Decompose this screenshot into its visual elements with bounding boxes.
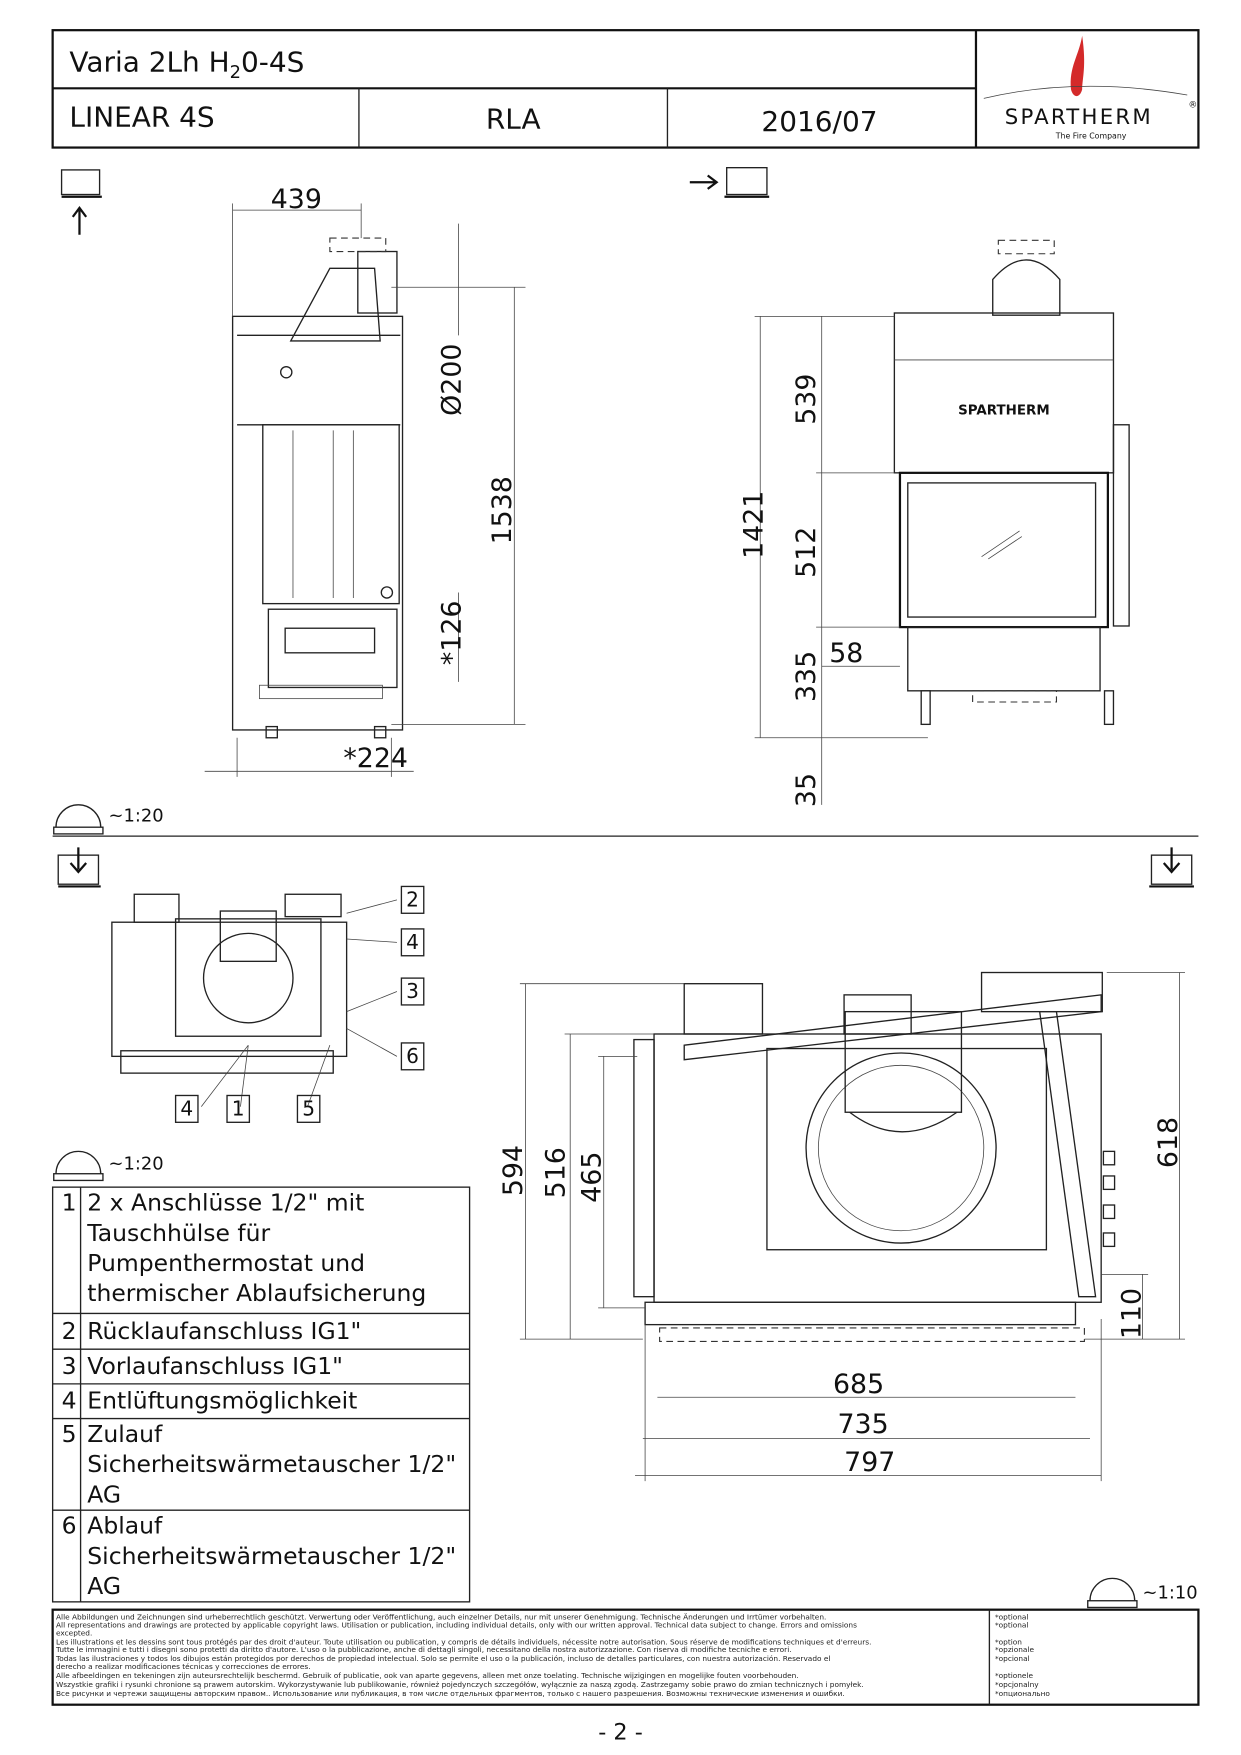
- svg-text:*opcional: *opcional: [995, 1654, 1030, 1663]
- scale-indicator-side: ~1:20: [53, 804, 164, 835]
- svg-text:2: 2: [62, 1317, 77, 1345]
- svg-text:~1:20: ~1:20: [109, 1153, 164, 1174]
- dim-618: 618: [1153, 1117, 1184, 1168]
- top-view-small-drawing: 2 4 3 6 4 1 5: [111, 885, 425, 1123]
- svg-text:*optional: *optional: [995, 1613, 1029, 1622]
- dim-height: 1538: [487, 476, 518, 544]
- flame-icon: [1070, 35, 1085, 97]
- svg-text:*option: *option: [995, 1637, 1022, 1646]
- dim-depth: *224: [343, 743, 408, 774]
- svg-text:®: ®: [1188, 100, 1197, 110]
- svg-text:Все рисунки и чертежи защищены: Все рисунки и чертежи защищены авторским…: [56, 1689, 845, 1698]
- dim-door: 512: [791, 527, 822, 578]
- svg-text:Ablauf: Ablauf: [87, 1512, 163, 1540]
- series-label: LINEAR 4S: [69, 100, 214, 133]
- dim-797: 797: [844, 1447, 895, 1478]
- dim-offset: 58: [829, 638, 863, 669]
- dim-685: 685: [833, 1369, 884, 1400]
- svg-text:Tutte le immagini e tutti i di: Tutte le immagini e tutti i disegni sono…: [55, 1645, 792, 1654]
- dim-110: 110: [1116, 1288, 1147, 1339]
- dim-465: 465: [576, 1152, 607, 1203]
- svg-text:Tauschhülse für: Tauschhülse für: [86, 1219, 270, 1247]
- dim-total: 1421: [738, 491, 769, 559]
- front-view-drawing: SPARTHERM 1421 539 512 335 35 58: [738, 239, 1130, 807]
- date-label: 2016/07: [761, 105, 877, 138]
- legend-row-2: 2 Rücklaufanschluss IG1": [62, 1317, 362, 1345]
- dim-base: 335: [791, 651, 822, 702]
- svg-text:6: 6: [62, 1512, 77, 1540]
- svg-text:The Fire Company: The Fire Company: [1055, 132, 1127, 141]
- svg-text:~1:20: ~1:20: [109, 806, 164, 827]
- page-number: - 2 -: [598, 1719, 643, 1745]
- dim-width: 439: [271, 184, 322, 215]
- view-icon-side: [60, 169, 102, 235]
- svg-text:Vorlaufanschluss IG1": Vorlaufanschluss IG1": [87, 1352, 343, 1380]
- title-block: Varia 2Lh H20-4S LINEAR 4S RLA 2016/07 S…: [51, 29, 1200, 149]
- legend-row-4: 4 Entlüftungsmöglichkeit: [62, 1386, 358, 1414]
- dim-bottom: *126: [437, 601, 468, 666]
- svg-text:Sicherheitswärmetauscher 1/2": Sicherheitswärmetauscher 1/2": [87, 1450, 456, 1478]
- svg-text:~1:10: ~1:10: [1143, 1583, 1198, 1604]
- svg-text:6: 6: [406, 1044, 419, 1068]
- svg-text:1: 1: [232, 1097, 245, 1121]
- dim-flue: Ø200: [437, 344, 468, 416]
- view-icon-top-left: [57, 847, 101, 888]
- svg-text:Sicherheitswärmetauscher 1/2": Sicherheitswärmetauscher 1/2": [87, 1542, 456, 1570]
- svg-text:Pumpenthermostat und: Pumpenthermostat und: [87, 1249, 365, 1277]
- svg-text:Alle afbeeldingen en tekeninge: Alle afbeeldingen en tekeningen zijn aut…: [56, 1671, 799, 1680]
- svg-text:*opcjonalny: *opcjonalny: [995, 1680, 1039, 1689]
- svg-text:AG: AG: [87, 1572, 121, 1600]
- view-icon-top-right: [1149, 847, 1194, 888]
- svg-text:1: 1: [62, 1189, 77, 1217]
- svg-text:4: 4: [406, 930, 419, 954]
- front-logo: SPARTHERM: [958, 404, 1050, 419]
- svg-text:3: 3: [62, 1352, 77, 1380]
- dim-top: 539: [791, 374, 822, 425]
- side-view-drawing: 439 Ø200 1538 *126 *224: [204, 184, 526, 777]
- svg-text:Zulauf: Zulauf: [87, 1420, 163, 1448]
- scale-indicator-top-small: ~1:20: [53, 1150, 164, 1182]
- svg-text:5: 5: [302, 1097, 315, 1121]
- svg-text:Wszystkie grafiki i rysunki ch: Wszystkie grafiki i rysunki chronione są…: [56, 1680, 864, 1689]
- svg-text:4: 4: [180, 1097, 193, 1121]
- svg-text:*опционально: *опционально: [995, 1689, 1050, 1698]
- svg-text:2 x Anschlüsse 1/2" mit: 2 x Anschlüsse 1/2" mit: [87, 1189, 364, 1217]
- dim-feet: 35: [791, 773, 822, 807]
- top-view-large-drawing: 594 516 465 618 110 685 735 797: [498, 971, 1186, 1482]
- svg-text:Rücklaufanschluss IG1": Rücklaufanschluss IG1": [87, 1317, 361, 1345]
- legend-row-3: 3 Vorlaufanschluss IG1": [62, 1352, 343, 1380]
- dim-735: 735: [837, 1409, 888, 1440]
- svg-text:derecho a realizar modificacio: derecho a realizar modificaciones técnic…: [56, 1662, 311, 1671]
- svg-text:thermischer Ablaufsicherung: thermischer Ablaufsicherung: [87, 1279, 426, 1307]
- scale-indicator-top-large: ~1:10: [1087, 1577, 1198, 1609]
- svg-text:*optional: *optional: [995, 1621, 1029, 1630]
- model-title: Varia 2Lh H20-4S: [69, 46, 304, 84]
- dim-516: 516: [541, 1147, 572, 1198]
- svg-text:3: 3: [406, 979, 419, 1003]
- svg-text:SPARTHERM: SPARTHERM: [1005, 105, 1153, 130]
- spartherm-logo: SPARTHERM The Fire Company ®: [983, 35, 1197, 141]
- svg-text:5: 5: [62, 1420, 77, 1448]
- svg-text:AG: AG: [87, 1480, 121, 1508]
- variant-label: RLA: [486, 103, 541, 136]
- svg-text:4: 4: [62, 1386, 77, 1414]
- svg-text:*optionele: *optionele: [995, 1671, 1034, 1680]
- svg-text:Todas las ilustraciones y todo: Todas las ilustraciones y todos los dibu…: [55, 1654, 830, 1663]
- svg-text:Entlüftungsmöglichkeit: Entlüftungsmöglichkeit: [87, 1386, 357, 1414]
- svg-text:Les illustrations et les dessi: Les illustrations et les dessins sont to…: [56, 1637, 871, 1646]
- svg-text:2: 2: [406, 888, 419, 912]
- svg-text:Alle Abbildungen und Zeichnung: Alle Abbildungen und Zeichnungen sind ur…: [56, 1613, 826, 1622]
- svg-text:excepted.: excepted.: [56, 1628, 92, 1637]
- copyright-footer: Alle Abbildungen und Zeichnungen sind ur…: [51, 1608, 1200, 1706]
- svg-text:All representations and drawin: All representations and drawings are pro…: [56, 1621, 857, 1630]
- dim-594: 594: [498, 1145, 529, 1196]
- view-icon-front: [689, 167, 770, 198]
- svg-text:*opzionale: *opzionale: [995, 1645, 1034, 1654]
